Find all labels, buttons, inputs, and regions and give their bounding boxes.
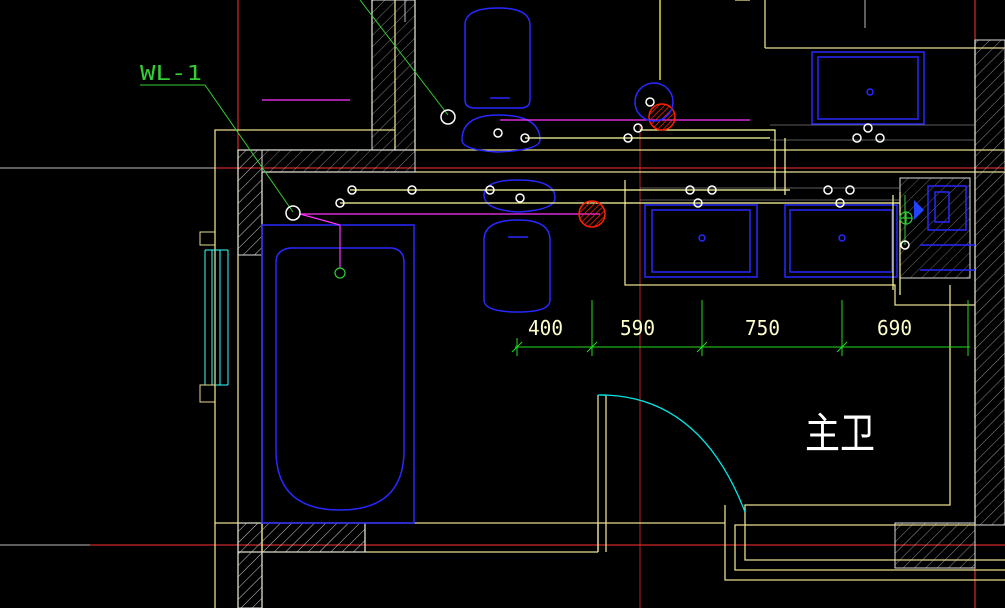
drain-pipes — [262, 99, 750, 268]
dimension-value-1: 400 — [528, 316, 563, 340]
basins — [644, 51, 975, 278]
dimension-value-3: 750 — [745, 316, 780, 340]
leader-lines — [140, 0, 906, 245]
dimension-value-4: 690 — [877, 316, 912, 340]
door — [598, 394, 746, 513]
dimension-line — [511, 300, 970, 356]
pipe-nodes — [285, 97, 910, 250]
pipe-label-wl1: WL-1 — [140, 61, 202, 85]
walls — [214, 0, 1005, 608]
flow-arrow-icon — [914, 200, 924, 220]
risers — [578, 82, 676, 228]
toilets — [461, 7, 556, 313]
bathtub — [261, 224, 415, 524]
supply-pipes — [340, 129, 901, 295]
hatched-walls — [237, 0, 1005, 608]
floor-drain — [334, 211, 913, 279]
dimension-value-2: 590 — [620, 316, 655, 340]
room-label: 主卫 — [805, 409, 875, 458]
counter-patches — [640, 124, 975, 201]
window — [199, 231, 229, 403]
